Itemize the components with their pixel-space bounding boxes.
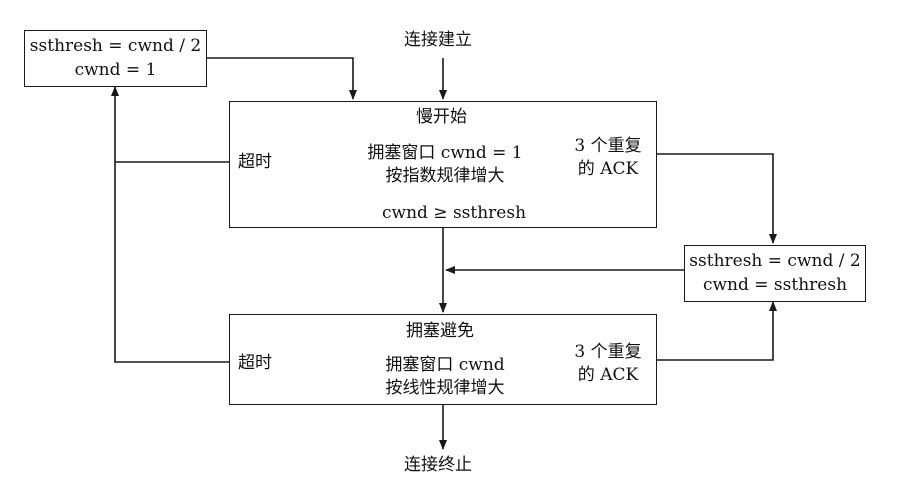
slow-start-desc-line2: 按指数规律增大: [385, 166, 505, 186]
connection-established-label: 连接建立: [404, 30, 472, 50]
slow-start-desc-line1: 拥塞窗口 cwnd = 1: [367, 143, 523, 163]
slow-start-dupack-line1: 3 个重复: [574, 136, 642, 156]
slow-start-dupack-line2: 的 ACK: [577, 159, 639, 179]
slow-start-title: 慢开始: [416, 107, 467, 127]
timeout-reset-box: ssthresh = cwnd / 2 cwnd = 1: [24, 30, 207, 87]
fast-reset-line2: cwnd = ssthresh: [702, 275, 848, 295]
arrow-avoidance-dupack: [656, 301, 777, 361]
avoidance-timeout-label: 超时: [238, 353, 272, 373]
arrow-slow-start-dupack: [656, 153, 777, 244]
congestion-avoidance-box: 拥塞避免 超时 拥塞窗口 cwnd 按线性规律增大 3 个重复 的 ACK: [229, 314, 657, 405]
avoidance-dupack-line1: 3 个重复: [574, 342, 642, 362]
slow-start-box: 慢开始 超时 拥塞窗口 cwnd = 1 按指数规律增大 3 个重复 的 ACK…: [229, 101, 657, 228]
avoidance-desc-line1: 拥塞窗口 cwnd: [385, 355, 505, 375]
slow-start-timeout-label: 超时: [238, 152, 272, 172]
timeout-reset-line1: ssthresh = cwnd / 2: [29, 36, 202, 56]
timeout-reset-line2: cwnd = 1: [74, 60, 157, 80]
fast-reset-box: ssthresh = cwnd / 2 cwnd = ssthresh: [684, 245, 866, 302]
avoidance-dupack-line2: 的 ACK: [577, 365, 639, 385]
fast-reset-line1: ssthresh = cwnd / 2: [689, 251, 861, 271]
arrow-reset-to-slow-start: [207, 57, 357, 100]
arrow-avoidance-timeout: [111, 86, 229, 363]
connection-terminated-label: 连接终止: [404, 455, 472, 475]
avoidance-title: 拥塞避免: [406, 321, 474, 341]
slow-start-exit-condition: cwnd ≥ ssthresh: [382, 203, 527, 223]
avoidance-desc-line2: 按线性规律增大: [385, 378, 505, 398]
